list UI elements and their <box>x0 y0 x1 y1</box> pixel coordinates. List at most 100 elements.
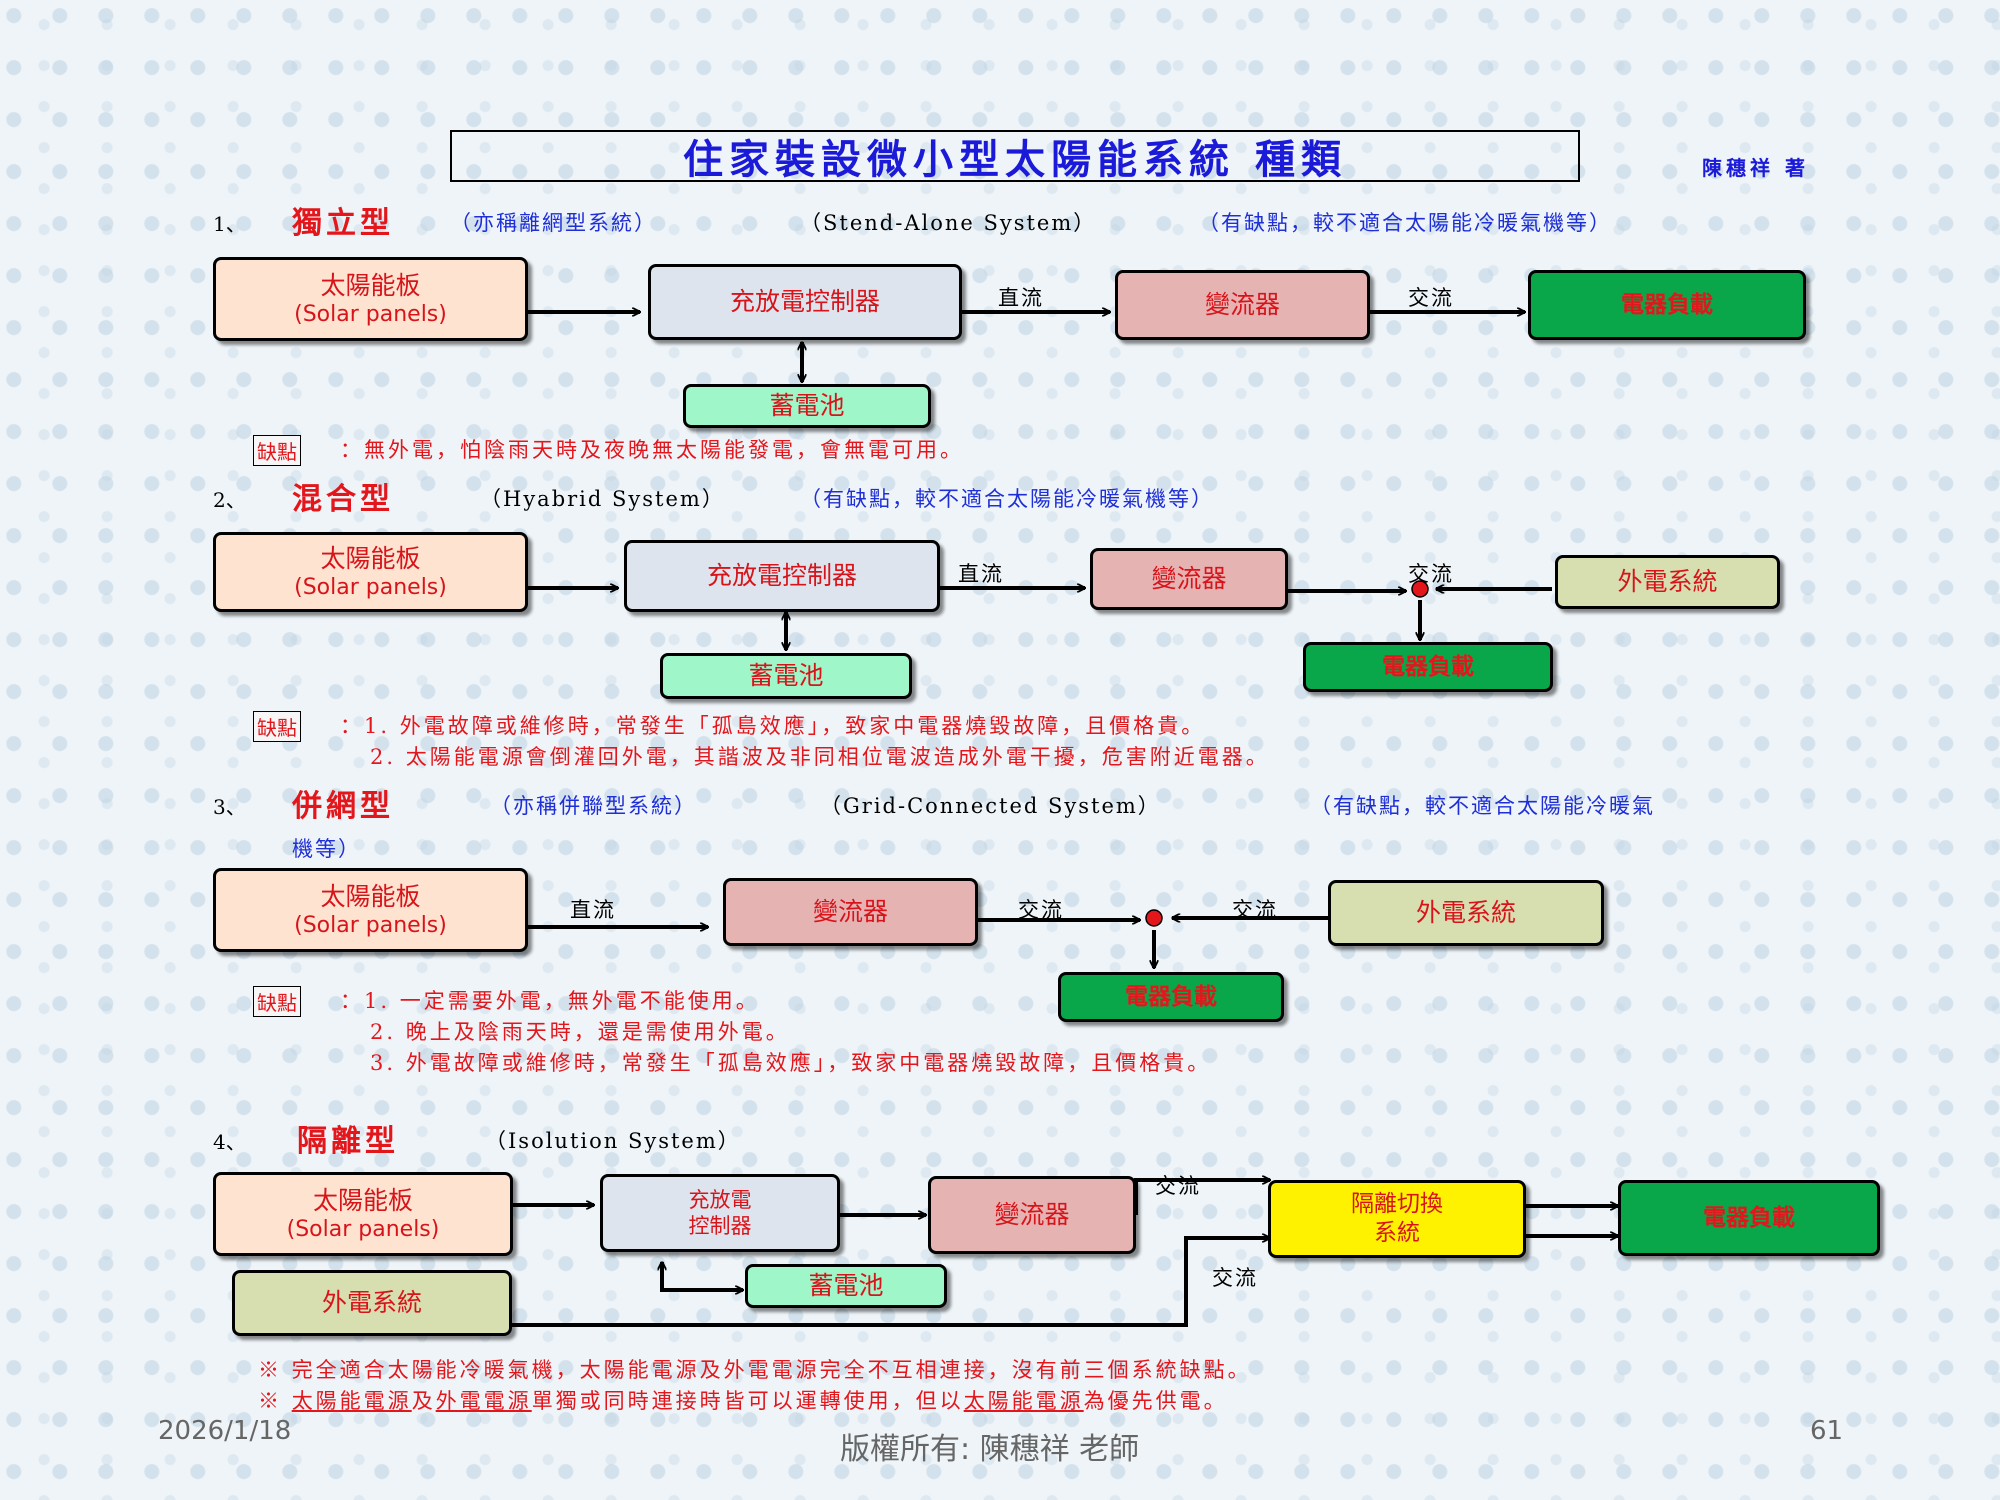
grid-label: 外電系統 <box>1617 567 1718 597</box>
grid-label: 外電系統 <box>321 1288 422 1318</box>
flow-ac-label-3a: 交流 <box>1018 898 1064 922</box>
section-1-defect-1: ：無外電，怕陰雨天時及夜晚無太陽能發電，會無電可用。 <box>340 438 964 462</box>
flow-dc-label-2: 直流 <box>958 562 1004 586</box>
section-2-desc-b: （Hyabrid System） <box>480 487 725 511</box>
isolation-switch-box-4: 隔離切換 系統 <box>1268 1180 1526 1258</box>
section-4-note-1: ※ 完全適合太陽能冷暖氣機，太陽能電源及外電電源完全不互相連接，沒有前三個系統缺… <box>258 1358 1252 1382</box>
inverter-box-3: 變流器 <box>723 878 978 946</box>
inverter-label: 變流器 <box>1204 290 1280 320</box>
section-2-number: 2、 <box>213 488 246 512</box>
arrow-inverter-to-isolation-4 <box>1134 1180 1270 1215</box>
junction-dot-2 <box>1411 580 1429 598</box>
footer-date: 2026/1/18 <box>158 1416 292 1446</box>
defect-tag-2: 缺點 <box>253 711 301 742</box>
load-box-4: 電器負載 <box>1618 1180 1880 1256</box>
flow-ac-label-2: 交流 <box>1408 562 1454 586</box>
arrow-controller-battery-4 <box>662 1262 743 1290</box>
note-2-part-5: 太陽能電源 <box>963 1389 1084 1413</box>
section-1-name: 獨立型 <box>292 206 394 241</box>
section-3-desc-c: （有缺點，較不適合太陽能冷暖氣 <box>1310 794 1655 818</box>
section-2-defect-2: 2. 太陽能電源會倒灌回外電，其諧波及非同相位電波造成外電干擾，危害附近電器。 <box>370 745 1270 769</box>
inverter-label: 變流器 <box>994 1200 1070 1230</box>
solar-label: 太陽能板 <box>320 270 421 300</box>
section-4-number: 4、 <box>213 1130 246 1154</box>
inverter-box-1: 變流器 <box>1115 270 1370 340</box>
flow-ac-label-4a: 交流 <box>1155 1174 1201 1198</box>
solar-label-en: (Solar panels) <box>294 912 447 938</box>
defect-tag-1: 缺點 <box>253 435 301 466</box>
load-label: 電器負載 <box>1621 291 1713 318</box>
controller-label-b: 控制器 <box>688 1214 752 1238</box>
footer-copyright: 版權所有: 陳穗祥 老師 <box>840 1432 1140 1467</box>
controller-box-2: 充放電控制器 <box>624 540 940 612</box>
section-1-desc-b: （Stend-Alone System） <box>800 211 1097 235</box>
solar-panel-box-2: 太陽能板 (Solar panels) <box>213 532 528 612</box>
load-label: 電器負載 <box>1382 653 1474 680</box>
section-4-note-2: ※ 太陽能電源及外電電源單獨或同時連接時皆可以運轉使用，但以太陽能電源為優先供電… <box>258 1385 1228 1415</box>
flow-dc-label-1: 直流 <box>998 286 1044 310</box>
junction-dot-3 <box>1145 909 1163 927</box>
note-2-part-2: 及 <box>411 1389 436 1413</box>
section-3-desc-d: 機等） <box>292 837 361 861</box>
load-box-3: 電器負載 <box>1058 972 1284 1022</box>
note-2-part-6: 為優先供電。 <box>1083 1389 1228 1413</box>
isolation-label-b: 系統 <box>1374 1220 1420 1246</box>
isolation-label-a: 隔離切換 <box>1351 1191 1443 1218</box>
note-2-part-3: 外電電源 <box>435 1389 532 1413</box>
solar-panel-box-3: 太陽能板 (Solar panels) <box>213 868 528 952</box>
section-3-number: 3、 <box>213 795 246 819</box>
battery-box-1: 蓄電池 <box>683 384 931 428</box>
battery-box-4: 蓄電池 <box>745 1264 947 1308</box>
note-2-part-1: 太陽能電源 <box>291 1389 412 1413</box>
load-label: 電器負載 <box>1703 1204 1795 1231</box>
inverter-box-4: 變流器 <box>928 1176 1136 1254</box>
section-1-desc-c: （有缺點，較不適合太陽能冷暖氣機等） <box>1198 211 1612 235</box>
solar-label-en: (Solar panels) <box>294 574 447 600</box>
grid-box-3: 外電系統 <box>1328 880 1604 946</box>
load-label: 電器負載 <box>1125 983 1217 1010</box>
solar-label: 太陽能板 <box>320 543 421 573</box>
note-2-mark: ※ <box>258 1389 292 1413</box>
grid-box-4: 外電系統 <box>232 1270 512 1336</box>
inverter-label: 變流器 <box>812 897 888 927</box>
section-1-desc-a: （亦稱離網型系統） <box>450 211 657 235</box>
flow-dc-label-3: 直流 <box>570 898 616 922</box>
battery-label: 蓄電池 <box>808 1271 884 1301</box>
author: 陳穗祥 著 <box>1702 156 1809 180</box>
battery-label: 蓄電池 <box>769 391 845 421</box>
section-4-name: 隔離型 <box>297 1124 399 1159</box>
solar-panel-box-1: 太陽能板 (Solar panels) <box>213 257 528 341</box>
solar-label-en: (Solar panels) <box>294 301 447 327</box>
section-2-name: 混合型 <box>292 482 394 517</box>
flow-ac-label-1: 交流 <box>1408 286 1454 310</box>
flow-ac-label-3b: 交流 <box>1232 898 1278 922</box>
flow-ac-label-4b: 交流 <box>1212 1266 1258 1290</box>
controller-label: 充放電控制器 <box>729 287 880 317</box>
note-2-part-4: 單獨或同時連接時皆可以運轉使用，但以 <box>531 1389 964 1413</box>
section-3-defect-1: ：1. 一定需要外電，無外電不能使用。 <box>340 989 760 1013</box>
solar-label: 太陽能板 <box>320 881 421 911</box>
inverter-label: 變流器 <box>1151 564 1227 594</box>
page-title: 住家裝設微小型太陽能系統 種類 <box>450 130 1580 183</box>
load-box-2: 電器負載 <box>1303 642 1553 692</box>
controller-box-1: 充放電控制器 <box>648 264 962 340</box>
section-2-defect-1: ：1. 外電故障或維修時，常發生「孤島效應」，致家中電器燒毀故障，且價格貴。 <box>340 714 1206 738</box>
arrow-grid-to-isolation-4 <box>512 1238 1270 1327</box>
section-4-desc-b: （Isolution System） <box>485 1129 741 1153</box>
inverter-box-2: 變流器 <box>1090 548 1288 610</box>
defect-tag-3: 缺點 <box>253 986 301 1017</box>
solar-label-en: (Solar panels) <box>286 1216 440 1242</box>
load-box-1: 電器負載 <box>1528 270 1806 340</box>
section-3-defect-3: 3. 外電故障或維修時，常發生「孤島效應」，致家中電器燒毀故障，且價格貴。 <box>370 1051 1212 1075</box>
battery-box-2: 蓄電池 <box>660 653 912 699</box>
section-3-name: 併網型 <box>292 789 394 824</box>
controller-label-a: 充放電 <box>688 1187 752 1212</box>
section-3-defect-2: 2. 晚上及陰雨天時，還是需使用外電。 <box>370 1020 790 1044</box>
solar-panel-box-4: 太陽能板 (Solar panels) <box>213 1172 513 1256</box>
grid-box-2: 外電系統 <box>1555 555 1780 609</box>
battery-label: 蓄電池 <box>748 661 824 691</box>
footer-page-number: 61 <box>1810 1416 1844 1446</box>
section-3-desc-b: （Grid-Connected System） <box>820 794 1161 818</box>
section-1-number: 1、 <box>213 212 246 236</box>
